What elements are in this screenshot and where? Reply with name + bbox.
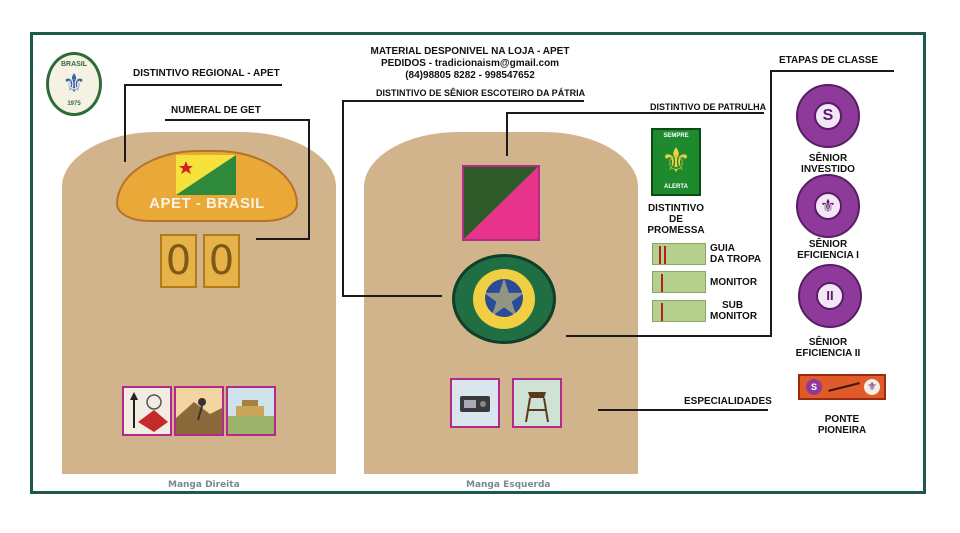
scout-logo: BRASIL ⚜ 1975 (46, 52, 102, 116)
leader-regional-h (124, 84, 282, 86)
specialty-badge-4 (450, 378, 500, 428)
leader-patrulha-h (506, 112, 764, 114)
rank-label-sub-2: MONITOR (710, 311, 758, 322)
label-patria: DISTINTIVO DE SÊNIOR ESCOTEIRO DA PÁTRIA (376, 88, 586, 98)
specialty-badge-2 (174, 386, 224, 436)
label-patrulha: DISTINTIVO DE PATRULHA (650, 102, 767, 112)
class-badge-eficiencia-1: ⚜ (796, 174, 860, 238)
leader-patria-h2 (342, 295, 442, 297)
specialty-badge-5 (512, 378, 562, 428)
promessa-fleur-icon: ⚜ (660, 141, 692, 181)
leader-regional-v (124, 84, 126, 162)
numeral-digit-1: 0 (160, 234, 197, 288)
logo-bottom-text: 1975 (67, 101, 81, 107)
star-icon: ★ (480, 269, 528, 329)
patria-badge: ★ (452, 254, 556, 344)
specialty-badge-3 (226, 386, 276, 436)
ponte-fleur-icon: ⚜ (864, 379, 880, 395)
class-label-eficiencia2-1: SÊNIOR (808, 337, 848, 348)
header-orders: PEDIDOS - tradicionaism@gmail.com (380, 58, 560, 69)
rank-badge-sub-monitor (652, 300, 706, 322)
class-symbol-3: II (816, 282, 844, 310)
regional-badge-text: APET - BRASIL (149, 195, 265, 212)
class-label-investido-2: INVESTIDO (801, 164, 855, 175)
promessa-label-2: DE (669, 214, 683, 225)
patrol-badge (462, 165, 540, 241)
label-especialidades: ESPECIALIDADES (684, 396, 772, 407)
class-label-eficiencia1-1: SÊNIOR (808, 239, 848, 250)
header-phones: (84)98805 8282 - 998547652 (405, 70, 535, 81)
label-regional: DISTINTIVO REGIONAL - APET (133, 68, 280, 79)
caption-right-sleeve: Manga Direita (168, 480, 240, 490)
rank-badge-monitor (652, 271, 706, 293)
ponte-label-1: PONTE (824, 414, 860, 425)
class-label-investido-1: SÊNIOR (808, 153, 848, 164)
acre-flag-icon (176, 155, 236, 195)
logo-top-text: BRASIL (60, 61, 88, 68)
leader-patria-v (342, 100, 344, 296)
specialty-badge-1 (122, 386, 172, 436)
rank-label-guia-2: DA TROPA (710, 254, 762, 265)
label-numeral: NUMERAL DE GET (171, 105, 261, 116)
caption-left-sleeve: Manga Esquerda (466, 480, 551, 490)
rank-label-sub-1: SUB (722, 300, 744, 311)
class-label-eficiencia2-2: EFICIENCIA II (795, 348, 861, 359)
label-etapas: ETAPAS DE CLASSE (779, 55, 879, 66)
leader-numeral-h (165, 119, 309, 121)
ponte-s-icon: S (806, 379, 822, 395)
numeral-digit-2: 0 (203, 234, 240, 288)
leader-especialidades (598, 409, 768, 411)
class-symbol-2: ⚜ (814, 192, 842, 220)
ponte-label-2: PIONEIRA (817, 425, 867, 436)
leader-etapas-h (770, 70, 894, 72)
header-title: MATERIAL DESPONIVEL NA LOJA - APET (370, 46, 570, 57)
promessa-bottom-text: ALERTA (664, 184, 688, 190)
class-label-eficiencia1-2: EFICIENCIA I (797, 250, 859, 261)
leader-patria-h (342, 100, 584, 102)
leader-numeral-h2 (256, 238, 310, 240)
leader-etapas-v (770, 70, 772, 336)
leader-etapas-h2 (566, 335, 772, 337)
promessa-top-text: SEMPRE (663, 133, 689, 139)
rank-label-monitor: MONITOR (710, 277, 758, 288)
rank-badge-guia (652, 243, 706, 265)
promessa-label-3: PROMESSA (647, 225, 705, 236)
leader-numeral-v (308, 119, 310, 239)
ponte-pioneira-badge: S ⚜ (798, 374, 886, 400)
class-symbol-1: S (814, 102, 842, 130)
leader-patrulha-v (506, 112, 508, 156)
promessa-label-1: DISTINTIVO (647, 203, 705, 214)
promessa-badge: SEMPRE ⚜ ALERTA (651, 128, 701, 196)
fleur-de-lis-icon: ⚜ (62, 69, 86, 99)
rank-label-guia-1: GUIA (710, 243, 735, 254)
class-badge-eficiencia-2: II (798, 264, 862, 328)
class-badge-investido: S (796, 84, 860, 148)
